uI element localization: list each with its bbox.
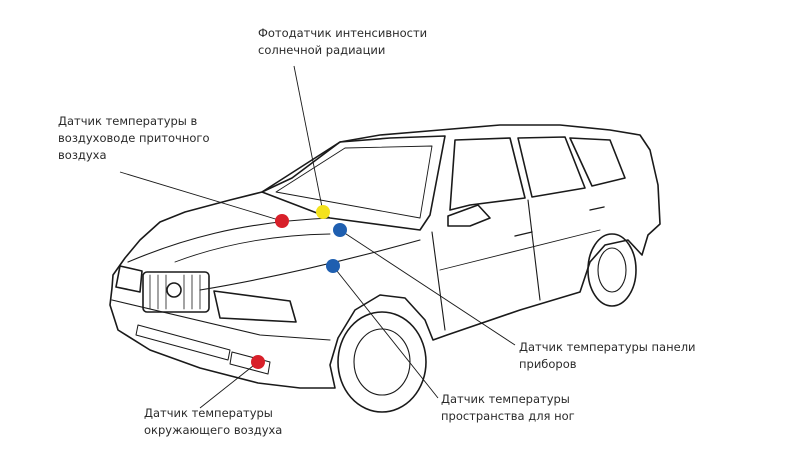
- sensor-dot-panel: [333, 223, 347, 237]
- label-line: Датчик температуры: [144, 406, 273, 420]
- front-rim: [353, 328, 411, 396]
- leader-solar: [293, 65, 324, 213]
- front-wheel: [337, 311, 427, 413]
- label-line: Фотодатчик интенсивности: [258, 26, 428, 40]
- label-line: Датчик температуры: [441, 392, 570, 406]
- grille: [142, 271, 210, 313]
- label-line: пространства для ног: [441, 409, 575, 423]
- windshield: [261, 135, 446, 231]
- rear-side-window: [517, 136, 586, 198]
- label-footwell-temp-sensor: Датчик температуры пространства для ног: [441, 391, 575, 425]
- windshield-inner: [275, 145, 433, 219]
- front-bumper: [111, 299, 331, 341]
- right-headlight: [213, 290, 297, 323]
- sensor-dot-duct: [275, 214, 289, 228]
- door-handle-rear: [589, 206, 605, 211]
- hood-line: [127, 217, 331, 263]
- car-body-outline: [109, 124, 661, 389]
- hood-edge: [199, 239, 421, 291]
- label-duct-temp-sensor: Датчик температуры в воздуховоде приточн…: [58, 113, 209, 164]
- door-handle-front: [514, 231, 533, 237]
- label-line: воздуховоде приточного: [58, 131, 210, 145]
- label-line: солнечной радиации: [258, 43, 386, 57]
- sensor-dot-solar: [316, 205, 330, 219]
- label-line: Датчик температуры в: [58, 114, 198, 128]
- badge: [166, 282, 182, 298]
- sensor-dot-foot: [326, 259, 340, 273]
- label-line: окружающего воздуха: [144, 423, 283, 437]
- side-mirror: [447, 204, 491, 227]
- label-solar-sensor: Фотодатчик интенсивности солнечной радиа…: [258, 25, 427, 59]
- rear-rim: [597, 247, 627, 293]
- front-side-window: [449, 137, 526, 211]
- left-headlight: [115, 265, 143, 293]
- leader-panel: [339, 229, 516, 346]
- bumper-slot: [135, 324, 231, 361]
- leader-foot: [332, 265, 439, 399]
- quarter-window: [569, 137, 626, 187]
- label-line: приборов: [519, 357, 577, 371]
- label-line: Датчик температуры панели: [519, 340, 696, 354]
- label-ambient-temp-sensor: Датчик температуры окружающего воздуха: [144, 405, 282, 439]
- body-side-line: [439, 229, 601, 271]
- leader-ambient: [199, 361, 259, 409]
- label-line: воздуха: [58, 148, 107, 162]
- rear-door-line: [527, 199, 541, 301]
- label-panel-temp-sensor: Датчик температуры панели приборов: [519, 339, 696, 373]
- hood-crease: [174, 233, 331, 263]
- leader-duct: [119, 171, 283, 222]
- rear-wheel: [587, 233, 637, 307]
- sensor-dot-ambient: [251, 355, 265, 369]
- front-door-line: [431, 231, 446, 331]
